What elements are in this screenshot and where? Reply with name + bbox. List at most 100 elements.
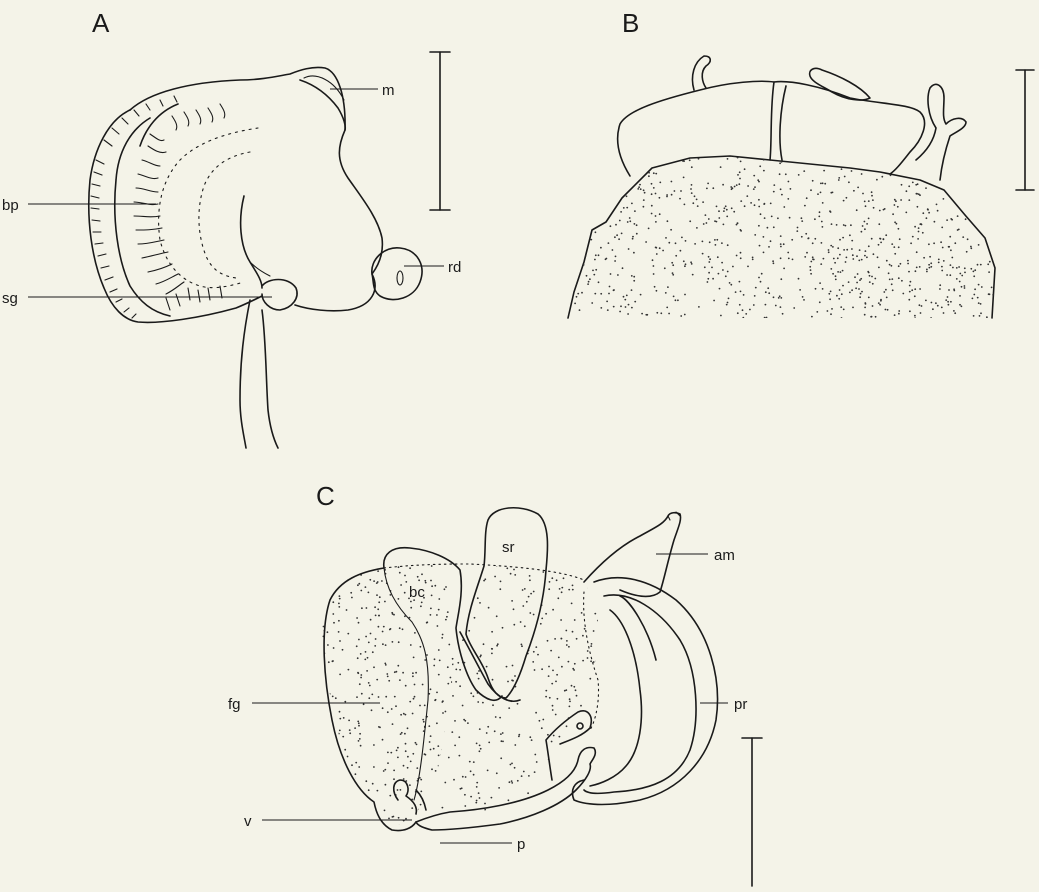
stipple-dot [409,567,411,569]
stipple-dot [629,217,631,219]
stipple-dot [987,204,989,206]
stipple-dot [766,317,768,319]
stipple-dot [594,722,596,724]
stipple-dot [653,187,655,189]
stipple-dot [424,659,426,661]
stipple-dot [582,660,584,662]
stipple-dot [438,674,440,676]
stipple-dot [638,186,640,188]
stipple-dot [410,607,412,609]
stipple-dot [477,571,479,573]
stipple-dot [753,304,755,306]
stipple-dot [368,642,370,644]
stipple-dot [892,289,894,291]
stipple-dot [851,240,853,242]
stipple-dot [973,294,975,296]
stipple-dot [675,299,677,301]
stipple-dot [430,580,432,582]
stipple-dot [964,267,966,269]
stipple-dot [457,662,459,664]
stipple-dot [980,303,982,305]
stipple-dot [620,305,622,307]
stipple-dot [492,679,494,681]
stipple-dot [977,165,979,167]
stipple-dot [395,705,397,707]
stipple-dot [967,319,969,321]
stipple-dot [918,231,920,233]
stipple-dot [727,271,729,273]
stipple-dot [837,271,839,273]
stipple-dot [319,812,321,814]
stipple-dot [579,182,581,184]
stipple-dot [875,316,877,318]
stipple-dot [534,771,536,773]
stipple-dot [378,696,380,698]
stipple-dot [706,222,708,224]
stipple-dot [410,644,412,646]
stipple-dot [385,644,387,646]
stipple-dot [777,155,779,157]
stipple-dot [951,219,953,221]
stipple-dot [758,199,760,201]
stipple-dot [908,271,910,273]
stipple-dot [568,160,570,162]
stipple-dot [559,736,561,738]
stipple-dot [572,631,574,633]
stipple-dot [488,742,490,744]
stipple-dot [632,162,634,164]
stipple-dot [338,606,340,608]
stipple-dot [839,239,841,241]
stipple-dot [763,203,765,205]
stipple-dot [343,717,345,719]
stipple-dot [986,206,988,208]
stipple-dot [895,200,897,202]
stipple-dot [743,294,745,296]
stipple-dot [619,220,621,222]
stipple-dot [592,270,594,272]
label-pr: pr [734,696,747,713]
stipple-dot [613,289,615,291]
stipple-dot [934,221,936,223]
stipple-dot [400,584,402,586]
stipple-dot [914,288,916,290]
stipple-dot [634,223,636,225]
stipple-dot [986,316,988,318]
stipple-dot [393,778,395,780]
panel-a-letter: A [92,8,110,38]
stipple-dot [907,263,909,265]
stipple-dot [339,730,341,732]
stipple-dot [399,572,401,574]
stipple-dot [780,188,782,190]
stipple-dot [797,227,799,229]
stipple-dot [420,804,422,806]
stipple-dot [656,290,658,292]
stipple-dot [721,242,723,244]
stipple-dot [833,258,835,260]
stipple-dot [432,764,434,766]
stipple-dot [841,317,843,319]
stipple-dot [980,312,982,314]
stipple-dot [351,764,353,766]
stipple-dot [633,276,635,278]
stipple-dot [581,292,583,294]
stipple-dot [404,733,406,735]
stipple-dot [802,296,804,298]
stipple-dot [601,170,603,172]
stipple-dot [595,680,597,682]
stipple-dot [993,195,995,197]
stipple-dot [812,258,814,260]
stipple-dot [533,591,535,593]
stipple-dot [745,313,747,315]
stipple-dot [589,749,591,751]
stipple-dot [420,605,422,607]
label-am: am [714,547,735,564]
stipple-dot [636,233,638,235]
stipple-dot [541,618,543,620]
stipple-dot [378,626,380,628]
stipple-dot [436,614,438,616]
stipple-dot [429,741,431,743]
stipple-dot [478,670,480,672]
stipple-dot [322,788,324,790]
stipple-dot [414,684,416,686]
